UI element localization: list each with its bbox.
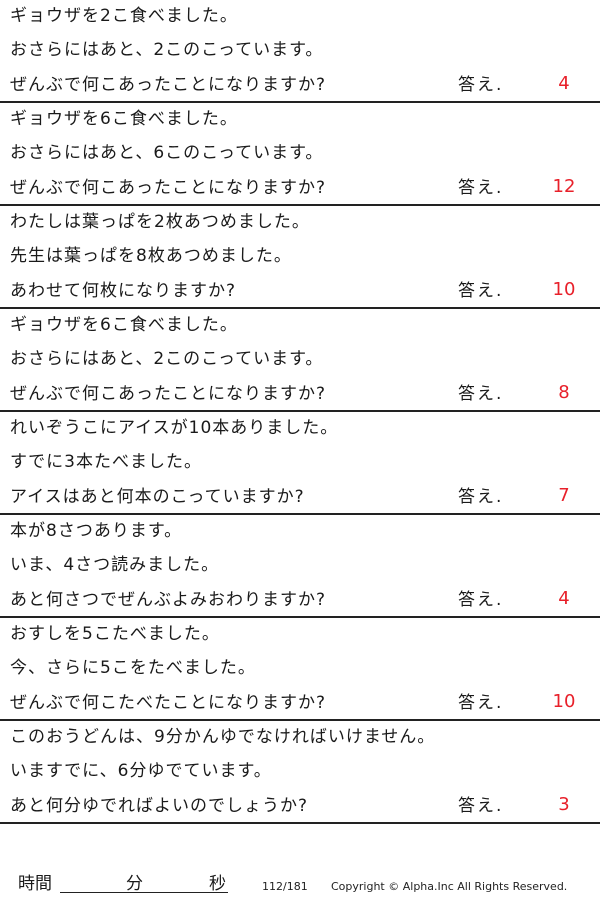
problem-line-2: いま、4さつ読みました。: [10, 555, 220, 575]
problem-question: ぜんぶで何こあったことになりますか?: [10, 384, 327, 404]
problem-7: おすしを5こたべました。 今、さらに5こをたべました。 ぜんぶで何こたべたことに…: [0, 618, 600, 721]
problem-question: あと何さつでぜんぶよみおわりますか?: [10, 590, 327, 610]
problem-line-1: れいぞうこにアイスが10本ありました。: [10, 418, 339, 438]
answer-label: 答え.: [458, 590, 504, 610]
problem-question: ぜんぶで何こあったことになりますか?: [10, 75, 327, 95]
answer-label: 答え.: [458, 487, 504, 507]
problem-5: れいぞうこにアイスが10本ありました。 すでに3本たべました。 アイスはあと何本…: [0, 412, 600, 515]
problem-8: このおうどんは、9分かんゆでなければいけません。 いますでに、6分ゆでています。…: [0, 721, 600, 824]
problem-line-1: このおうどんは、9分かんゆでなければいけません。: [10, 727, 436, 747]
problem-question: あと何分ゆでればよいのでしょうか?: [10, 796, 309, 816]
problem-question: アイスはあと何本のこっていますか?: [10, 487, 305, 507]
problem-question: ぜんぶで何こあったことになりますか?: [10, 178, 327, 198]
answer-value: 4: [558, 73, 570, 94]
answer-value: 12: [552, 176, 576, 197]
footer: 時間 分 秒 112/181 Copyright © Alpha.Inc All…: [0, 866, 600, 899]
time-entry-line: [60, 892, 228, 893]
problem-line-2: おさらにはあと、6このこっています。: [10, 143, 324, 163]
problem-question: ぜんぶで何こたべたことになりますか?: [10, 693, 327, 713]
answer-value: 10: [552, 279, 576, 300]
copyright: Copyright © Alpha.Inc All Rights Reserve…: [331, 880, 568, 893]
problem-3: わたしは葉っぱを2枚あつめました。 先生は葉っぱを8枚あつめました。 あわせて何…: [0, 206, 600, 309]
answer-label: 答え.: [458, 75, 504, 95]
problem-2: ギョウザを6こ食べました。 おさらにはあと、6このこっています。 ぜんぶで何こあ…: [0, 103, 600, 206]
seconds-label: 秒: [209, 874, 226, 894]
problem-line-2: 今、さらに5こをたべました。: [10, 658, 256, 678]
problem-question: あわせて何枚になりますか?: [10, 281, 237, 301]
problem-line-1: ギョウザを6こ食べました。: [10, 109, 238, 129]
problem-4: ギョウザを6こ食べました。 おさらにはあと、2このこっています。 ぜんぶで何こあ…: [0, 309, 600, 412]
problem-6: 本が8さつあります。 いま、4さつ読みました。 あと何さつでぜんぶよみおわります…: [0, 515, 600, 618]
answer-value: 7: [558, 485, 570, 506]
answer-label: 答え.: [458, 178, 504, 198]
answer-label: 答え.: [458, 384, 504, 404]
minutes-label: 分: [126, 874, 143, 894]
problem-line-2: いますでに、6分ゆでています。: [10, 761, 272, 781]
answer-label: 答え.: [458, 796, 504, 816]
problem-1: ギョウザを2こ食べました。 おさらにはあと、2このこっています。 ぜんぶで何こあ…: [0, 0, 600, 103]
problem-line-1: 本が8さつあります。: [10, 521, 183, 541]
problem-line-1: わたしは葉っぱを2枚あつめました。: [10, 212, 310, 232]
answer-label: 答え.: [458, 281, 504, 301]
problem-line-1: おすしを5こたべました。: [10, 624, 220, 644]
problem-line-1: ギョウザを6こ食べました。: [10, 315, 238, 335]
answer-value: 4: [558, 588, 570, 609]
time-label: 時間: [18, 874, 52, 894]
page-number: 112/181: [262, 880, 308, 893]
answer-value: 10: [552, 691, 576, 712]
answer-label: 答え.: [458, 693, 504, 713]
problem-line-2: おさらにはあと、2このこっています。: [10, 349, 324, 369]
problem-line-2: 先生は葉っぱを8枚あつめました。: [10, 246, 292, 266]
answer-value: 8: [558, 382, 570, 403]
answer-value: 3: [558, 794, 570, 815]
problem-line-2: おさらにはあと、2このこっています。: [10, 40, 324, 60]
problem-line-2: すでに3本たべました。: [10, 452, 202, 472]
worksheet: ギョウザを2こ食べました。 おさらにはあと、2このこっています。 ぜんぶで何こあ…: [0, 0, 600, 824]
problem-line-1: ギョウザを2こ食べました。: [10, 6, 238, 26]
